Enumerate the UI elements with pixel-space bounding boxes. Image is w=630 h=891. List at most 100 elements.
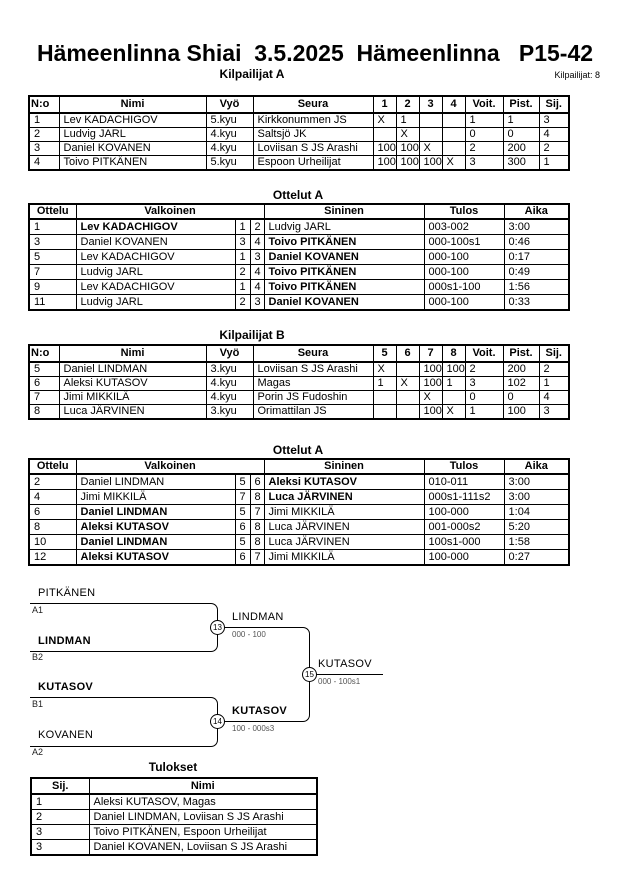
col-header-1: 1 — [372, 95, 397, 114]
bracket-match-score: 100 - 000s3 — [232, 724, 275, 733]
cell-sij: 3 — [30, 824, 90, 840]
cell-sininen: Toivo PITKÄNEN — [263, 234, 425, 250]
cell-aika: 0:49 — [503, 264, 570, 280]
cell-voit: 1 — [464, 404, 504, 420]
cell-seura: Magas — [252, 376, 374, 391]
cell-vyo: 4.kyu — [205, 390, 254, 405]
cell-vyo: 5.kyu — [205, 155, 254, 171]
cell-valkoinen: Jimi MIKKILÄ — [75, 489, 236, 505]
col-header-pist: Pist. — [502, 344, 540, 363]
cell-vyo: 4.kyu — [205, 127, 254, 142]
col-header-ottelu: Ottelu — [28, 458, 77, 475]
bracket-connector — [224, 674, 310, 722]
cell-valkoinen: Daniel LINDMAN — [75, 473, 236, 490]
cell-valkoinen: Ludvig JARL — [75, 264, 236, 280]
cell-ottelu: 6 — [28, 504, 77, 520]
cell-valkoinen: Daniel KOVANEN — [75, 234, 236, 250]
cell-sininen-no: 4 — [249, 234, 265, 250]
col-header-nimi: Nimi — [58, 95, 207, 114]
table-header-row: Ottelu Valkoinen Sininen Tulos Aika — [28, 203, 570, 220]
cell-aika: 0:46 — [503, 234, 570, 250]
match-node: 15 — [302, 667, 317, 682]
cell-valkoinen-no: 5 — [234, 504, 251, 520]
bracket-slot-name: LINDMAN — [38, 635, 91, 647]
cell-pist: 100 — [502, 404, 540, 420]
col-header-sininen: Sininen — [263, 458, 425, 475]
col-header-sininen: Sininen — [263, 203, 425, 220]
cell-seura: Espoon Urheilijat — [252, 155, 374, 171]
cell-pist: 0 — [502, 390, 540, 405]
table-header-row: N:o Nimi Vyö Seura 5 6 7 8 Voit. Pist. S… — [28, 344, 570, 363]
cell-sininen: Luca JÄRVINEN — [263, 534, 425, 550]
cell-valkoinen: Aleksi KUTASOV — [75, 519, 236, 535]
bracket-seed-label: A2 — [32, 747, 44, 757]
cell-vyo: 3.kyu — [205, 404, 254, 420]
cell-aika: 1:58 — [503, 534, 570, 550]
cell-ottelu: 11 — [28, 294, 77, 311]
cell-vyo: 5.kyu — [205, 112, 254, 128]
cell-tulos: 003-002 — [423, 218, 505, 235]
cell-sininen: Daniel KOVANEN — [263, 249, 425, 265]
bracket-slot-name: PITKÄNEN — [38, 587, 96, 599]
cell-tulos: 100-000 — [423, 549, 505, 566]
cell-aika: 0:33 — [503, 294, 570, 311]
cell-tulos: 010-011 — [423, 473, 505, 490]
cell-tulos: 001-000s2 — [423, 519, 505, 535]
cell-no: 3 — [28, 141, 60, 156]
cell-m3: 100 — [418, 155, 443, 171]
cell-no: 2 — [28, 127, 60, 142]
cell-tulos: 000-100 — [423, 294, 505, 311]
cell-sininen-no: 4 — [249, 279, 265, 295]
cell-valkoinen-no: 1 — [234, 279, 251, 295]
cell-valkoinen: Daniel LINDMAN — [75, 534, 236, 550]
cell-m5: X — [372, 361, 397, 377]
cell-sininen-no: 8 — [249, 534, 265, 550]
cell-m8: 1 — [441, 376, 466, 391]
col-header-no: N:o — [28, 95, 60, 114]
col-header-vyo: Vyö — [205, 344, 254, 363]
cell-no: 6 — [28, 376, 60, 391]
cell-m4: X — [441, 155, 466, 171]
col-header-sij: Sij. — [538, 95, 570, 114]
cell-sij: 3 — [538, 404, 570, 420]
col-header-2: 2 — [395, 95, 420, 114]
cell-ottelu: 7 — [28, 264, 77, 280]
bracket-match-score: 000 - 100s1 — [318, 677, 361, 686]
cell-aika: 5:20 — [503, 519, 570, 535]
cell-no: 7 — [28, 390, 60, 405]
cell-m8 — [441, 390, 466, 405]
cell-aika: 3:00 — [503, 218, 570, 235]
cell-m7: 100 — [418, 404, 443, 420]
cell-nimi: Ludvig JARL — [58, 127, 207, 142]
cell-m8: 100 — [441, 361, 466, 377]
col-header-3: 3 — [418, 95, 443, 114]
cell-sininen: Luca JÄRVINEN — [263, 519, 425, 535]
section-title-kilpailijat-b: Kilpailijat B — [219, 328, 285, 342]
match-node: 14 — [210, 714, 225, 729]
cell-vyo: 4.kyu — [205, 141, 254, 156]
cell-pist: 0 — [502, 127, 540, 142]
cell-m5 — [372, 390, 397, 405]
cell-m3 — [418, 127, 443, 142]
cell-m3: X — [418, 141, 443, 156]
cell-voit: 3 — [464, 155, 504, 171]
cell-sininen-no: 3 — [249, 294, 265, 311]
cell-sininen-no: 7 — [249, 549, 265, 566]
bracket-winner-name: KUTASOV — [318, 658, 372, 670]
cell-m6: X — [395, 376, 420, 391]
col-header-sij: Sij. — [538, 344, 570, 363]
table-header-row: Ottelu Valkoinen Sininen Tulos Aika — [28, 458, 570, 475]
cell-nimi: Toivo PITKÄNEN — [58, 155, 207, 171]
col-header-aika: Aika — [503, 458, 570, 475]
